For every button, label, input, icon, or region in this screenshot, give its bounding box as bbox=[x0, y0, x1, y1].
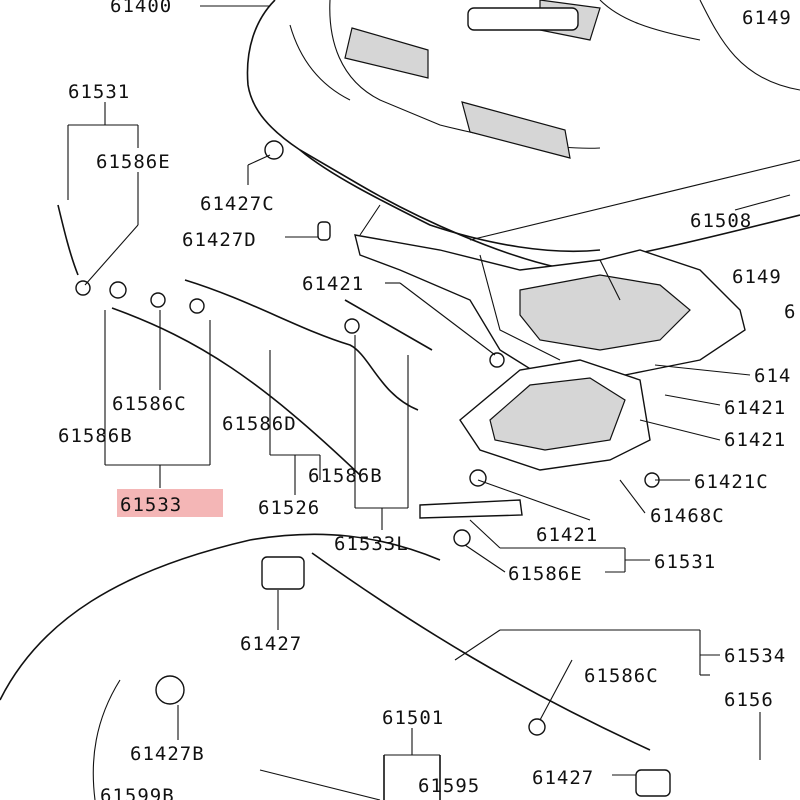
callout-61526[interactable]: 61526 bbox=[258, 497, 320, 519]
callout-61586E-b[interactable]: 61586E bbox=[508, 563, 583, 585]
callout-61427B[interactable]: 61427B bbox=[130, 743, 205, 765]
hood-frame bbox=[354, 204, 746, 471]
callout-61427[interactable]: 61427 bbox=[240, 633, 302, 655]
callout-6149-b[interactable]: 6149 bbox=[732, 266, 782, 288]
callout-61421-r1[interactable]: 61421 bbox=[724, 397, 786, 419]
callout-61586E-a[interactable]: 61586E bbox=[96, 151, 171, 173]
callout-61531-a[interactable]: 61531 bbox=[68, 81, 130, 103]
callout-61427-b[interactable]: 61427 bbox=[532, 767, 594, 789]
callout-6-right[interactable]: 6 bbox=[784, 301, 796, 323]
callout-61427C[interactable]: 61427C bbox=[200, 193, 275, 215]
callout-labels: 61400 6149 61531 61586E 61427C 61427D 61… bbox=[58, 0, 796, 800]
callout-61586C-a[interactable]: 61586C bbox=[112, 393, 187, 415]
callout-61501[interactable]: 61501 bbox=[382, 707, 444, 729]
callout-614-right[interactable]: 614 bbox=[754, 365, 791, 387]
callout-61400[interactable]: 61400 bbox=[110, 0, 172, 17]
weatherstrips bbox=[57, 204, 651, 751]
callout-61586D[interactable]: 61586D bbox=[222, 413, 297, 435]
callout-6149-top[interactable]: 6149 bbox=[742, 7, 792, 29]
callout-61427D[interactable]: 61427D bbox=[182, 229, 257, 251]
leader-lines bbox=[67, 5, 791, 776]
callout-61595[interactable]: 61595 bbox=[418, 775, 480, 797]
callout-61534[interactable]: 61534 bbox=[724, 645, 786, 667]
callout-61421-r2[interactable]: 61421 bbox=[724, 429, 786, 451]
callout-6156[interactable]: 6156 bbox=[724, 689, 774, 711]
callout-61586B-a[interactable]: 61586B bbox=[58, 425, 133, 447]
callout-61586B-b[interactable]: 61586B bbox=[308, 465, 383, 487]
callout-61586C-b[interactable]: 61586C bbox=[584, 665, 659, 687]
callout-61421-a[interactable]: 61421 bbox=[302, 273, 364, 295]
fender-body bbox=[0, 533, 441, 800]
callout-61533[interactable]: 61533 bbox=[120, 494, 182, 516]
callout-61533L[interactable]: 61533L bbox=[334, 533, 409, 555]
selected-part-highlight bbox=[117, 489, 223, 517]
clips bbox=[75, 140, 671, 797]
callout-61421-b[interactable]: 61421 bbox=[536, 524, 598, 546]
callout-61421C[interactable]: 61421C bbox=[694, 471, 769, 493]
callout-61508[interactable]: 61508 bbox=[690, 210, 752, 232]
callout-61531-b[interactable]: 61531 bbox=[654, 551, 716, 573]
hood-panel bbox=[246, 0, 800, 269]
callout-61468C[interactable]: 61468C bbox=[650, 505, 725, 527]
callout-61599B[interactable]: 61599B bbox=[100, 785, 175, 800]
